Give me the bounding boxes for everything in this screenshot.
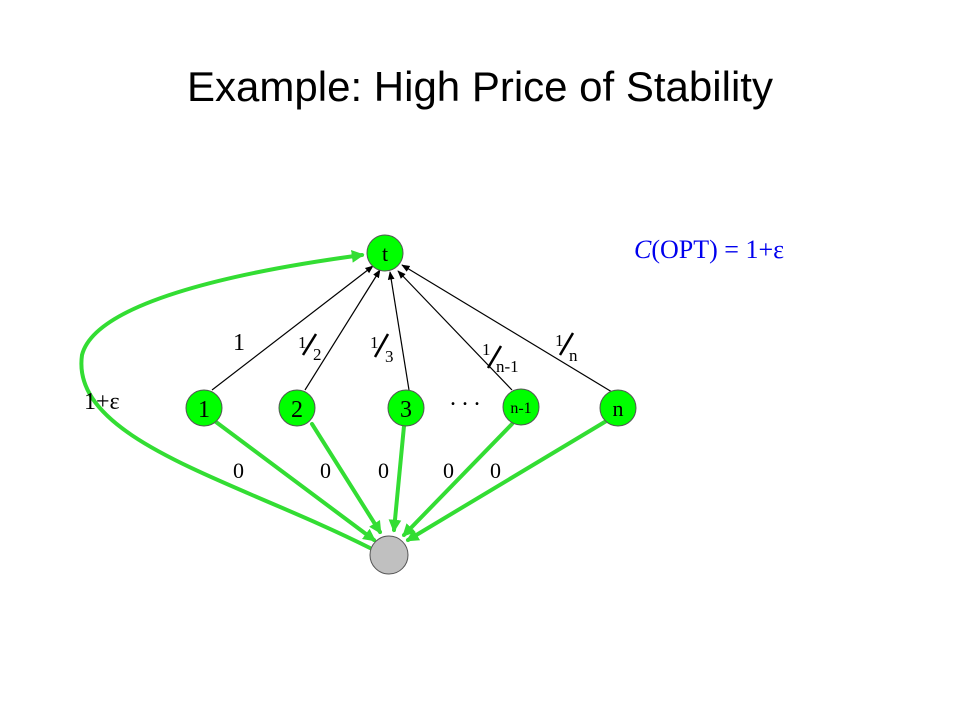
fraction-slash-n — [558, 332, 575, 356]
node-1-label: 1 — [198, 397, 210, 423]
node-n-label: n — [613, 396, 624, 421]
fraction-slash-2 — [301, 333, 318, 356]
edge-n-sink — [405, 418, 610, 542]
edge-label-2-den: 2 — [313, 345, 322, 364]
edge-label-nm1-num: 1 — [482, 340, 491, 359]
edge-label-zero-4: 0 — [443, 458, 454, 483]
edge-label-3-num: 1 — [370, 333, 379, 352]
edge-n-t — [401, 264, 613, 393]
edge-label-2-num: 1 — [298, 333, 307, 352]
edge-label-n-num: 1 — [555, 331, 564, 350]
sink-node — [369, 535, 409, 575]
node-t — [366, 234, 404, 272]
edge-2-t — [304, 269, 381, 391]
edge-label-n-den: n — [569, 346, 578, 365]
edge-label-zero-3: 0 — [378, 458, 389, 483]
edge-sink-t-loop — [79, 250, 372, 550]
cost-label: C(OPT) = 1+ε — [634, 235, 784, 264]
edge-1-sink — [214, 420, 377, 542]
edge-3-t — [387, 271, 410, 391]
slide-title: Example: High Price of Stability — [187, 63, 773, 110]
edge-label-zero-1: 0 — [233, 458, 244, 483]
edge-label-loop: 1+ε — [84, 389, 120, 415]
node-1 — [185, 389, 223, 427]
fraction-slash-nm1 — [486, 345, 503, 369]
node-2-label: 2 — [291, 397, 303, 423]
node-t-label: t — [382, 241, 388, 266]
node-3-label: 3 — [400, 397, 412, 423]
fraction-slash-3 — [373, 333, 390, 358]
edge-label-zero-2: 0 — [320, 458, 331, 483]
ellipsis: . . . — [450, 385, 480, 411]
edge-3-sink — [388, 424, 406, 533]
cost-label-c: C — [634, 235, 652, 264]
node-n-minus-1-label: n-1 — [510, 400, 531, 417]
edge-label-nm1-den: n-1 — [496, 357, 519, 376]
edge-label-zero-5: 0 — [490, 458, 501, 483]
edge-2-sink — [310, 422, 382, 535]
cost-label-rest: (OPT) = 1+ε — [651, 235, 784, 264]
node-2 — [278, 389, 316, 427]
edge-1-t — [211, 265, 374, 391]
node-n — [599, 389, 637, 427]
edge-nm1-sink — [402, 422, 514, 537]
edge-label-3-den: 3 — [385, 347, 394, 366]
edge-label-1: 1 — [233, 330, 245, 356]
edge-nm1-t — [397, 270, 513, 391]
node-3 — [387, 389, 425, 427]
node-n-minus-1 — [502, 388, 540, 426]
